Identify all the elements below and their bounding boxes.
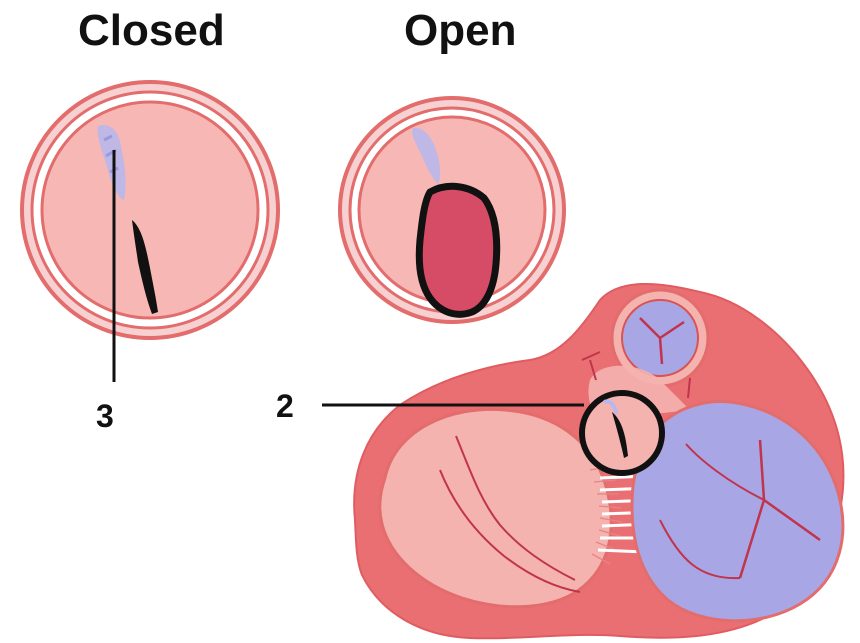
open-valve-icon bbox=[340, 98, 564, 322]
closed-valve-icon bbox=[22, 82, 278, 338]
callout-label-3: 3 bbox=[96, 398, 114, 435]
callout-label-2: 2 bbox=[276, 388, 294, 425]
closed-title: Closed bbox=[78, 6, 225, 56]
heart-cross-section-icon bbox=[354, 284, 843, 638]
open-title: Open bbox=[404, 6, 516, 56]
